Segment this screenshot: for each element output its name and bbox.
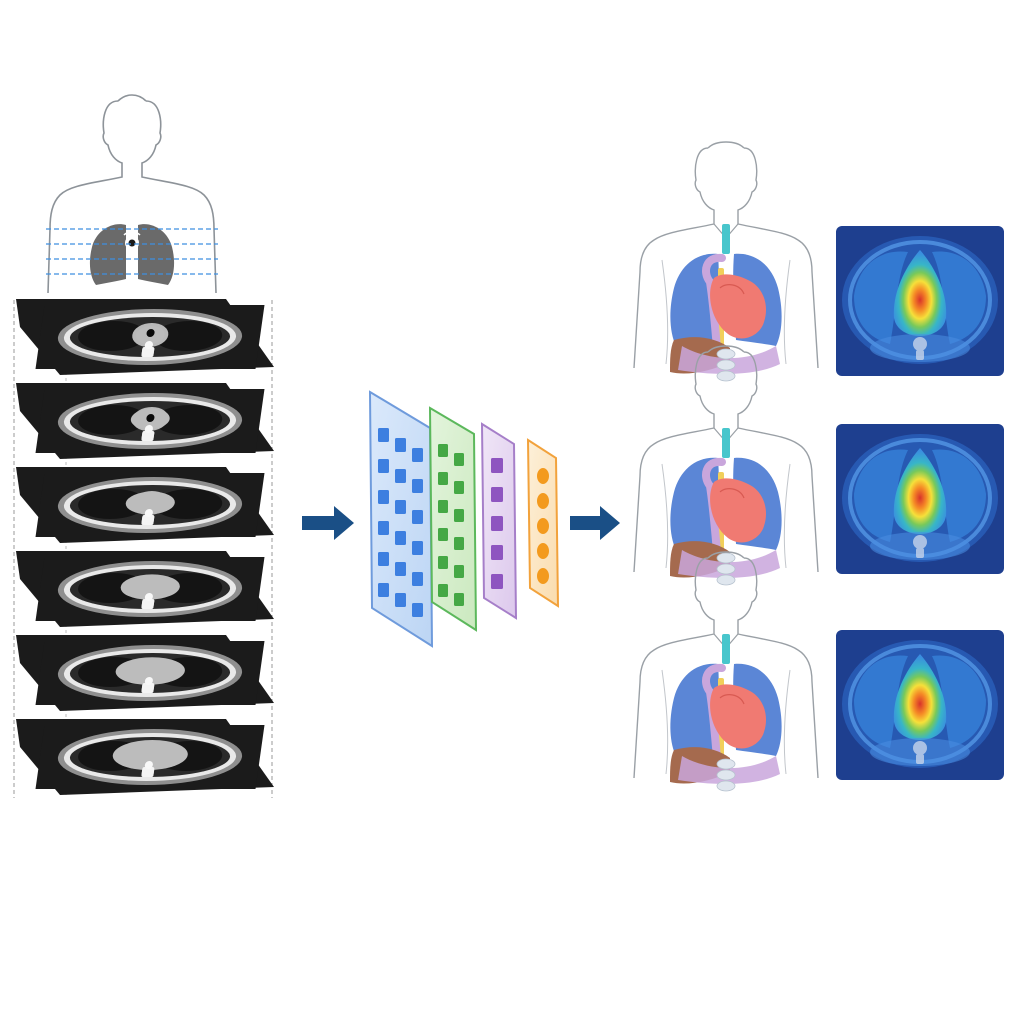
- layer-1-unit: [412, 603, 423, 617]
- conv-layer-2: [428, 406, 478, 632]
- layer-2-unit: [454, 537, 464, 550]
- arrow-right-icon: [570, 506, 620, 540]
- dose-heatmap-3: [834, 628, 1006, 782]
- layer-1-unit: [395, 593, 406, 607]
- layer-1-unit: [412, 541, 423, 555]
- segmentation-3: [634, 552, 818, 791]
- layer-1-unit: [378, 490, 389, 504]
- ct-slice-5: [16, 635, 274, 711]
- layer-2-unit: [454, 593, 464, 606]
- segmentation-1: [634, 142, 818, 381]
- ct-slice-6: [16, 719, 274, 795]
- layer-2-unit: [454, 481, 464, 494]
- arrow-right-icon: [302, 506, 354, 540]
- layer-1-unit: [378, 552, 389, 566]
- output-node: [537, 518, 549, 534]
- ct-slice-1: [16, 299, 274, 375]
- conv-layer-1: [368, 390, 434, 648]
- layer-2-unit: [438, 444, 448, 457]
- layer-2-unit: [454, 509, 464, 522]
- neural-network: [368, 390, 560, 648]
- output-node: [537, 543, 549, 559]
- layer-3-unit: [491, 516, 503, 531]
- layer-1-unit: [412, 510, 423, 524]
- layer-2-unit: [438, 472, 448, 485]
- dose-heatmap-2: [834, 422, 1006, 576]
- layer-2-unit: [438, 500, 448, 513]
- ct-slice-2: [16, 383, 274, 459]
- slice-plane-lines: [46, 228, 218, 275]
- layer-2-unit: [438, 556, 448, 569]
- layer-1-unit: [378, 521, 389, 535]
- layer-2-unit: [454, 565, 464, 578]
- layer-3-unit: [491, 458, 503, 473]
- output-node: [537, 568, 549, 584]
- layer-1-unit: [395, 438, 406, 452]
- layer-1-unit: [412, 479, 423, 493]
- output-node: [537, 493, 549, 509]
- input-body-figure: [47, 94, 217, 294]
- ct-slice-4: [16, 551, 274, 627]
- output-node: [537, 468, 549, 484]
- layer-2-unit: [438, 528, 448, 541]
- layer-2-unit: [454, 453, 464, 466]
- layer-1-unit: [378, 459, 389, 473]
- ct-slice-stack: [13, 299, 274, 798]
- layer-1-unit: [395, 500, 406, 514]
- layer-1-unit: [395, 469, 406, 483]
- layer-3-unit: [491, 487, 503, 502]
- layer-1-unit: [412, 448, 423, 462]
- layer-3-unit: [491, 574, 503, 589]
- ct-slice-3: [16, 467, 274, 543]
- conv-layer-3: [480, 422, 518, 620]
- layer-1-unit: [395, 562, 406, 576]
- layer-2-unit: [438, 584, 448, 597]
- layer-1-unit: [378, 428, 389, 442]
- layer-1-unit: [412, 572, 423, 586]
- layer-3-unit: [491, 545, 503, 560]
- layer-1-unit: [378, 583, 389, 597]
- output-layer: [526, 438, 560, 608]
- segmentation-2: [634, 346, 818, 585]
- dose-heatmap-1: [834, 224, 1006, 378]
- layer-1-unit: [395, 531, 406, 545]
